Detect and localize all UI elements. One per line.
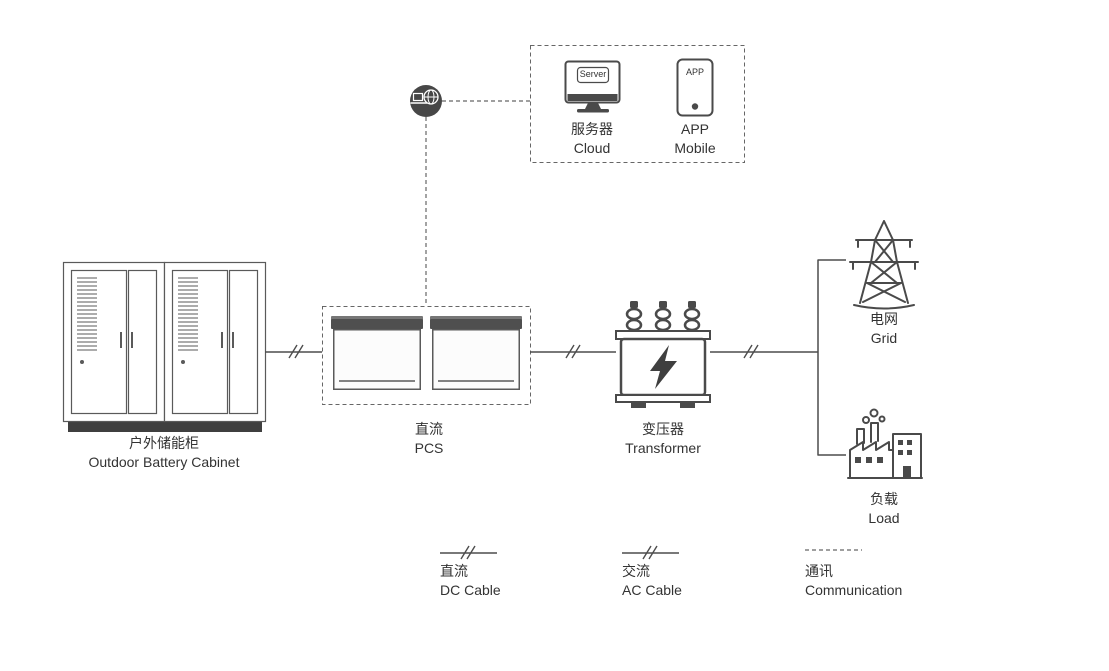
grid-label: 电网 Grid [870,310,898,348]
battery-label: 户外储能柜 Outdoor Battery Cabinet [89,434,240,472]
legend-dc-zh: 直流 [440,563,468,579]
dc-slash-marks [288,344,304,359]
legend-dc-line-sample [440,545,497,560]
pcs-unit-icon [430,316,522,390]
ac-cable-line-2 [710,259,846,456]
ac-slash-marks [743,344,759,359]
transformer-icon [615,301,711,408]
legend-comm-zh: 通讯 [805,563,833,579]
legend-ac-line-sample [622,545,679,560]
legend-ac-en: AC Cable [622,582,682,598]
battery-label-en: Outdoor Battery Cabinet [88,454,240,470]
server-screen-text: Server [579,69,607,79]
load-label: 负载 Load [868,490,899,528]
cloud-icon [410,85,442,117]
server-label-en: Cloud [573,140,611,156]
cabinet-base [68,422,262,432]
factory-icon [847,408,923,479]
monitoring-group-box [530,45,745,163]
transformer-label: 变压器 Transformer [625,420,701,458]
grid-tower-icon [849,220,919,310]
legend-comm-en: Communication [805,582,903,598]
transformer-label-zh: 变压器 [642,421,684,437]
server-label: 服务器 Cloud [571,120,613,158]
app-label: APP Mobile [674,120,715,158]
legend-ac-zh: 交流 [622,563,650,579]
app-label-zh: APP [680,121,709,137]
pcs-label-zh: 直流 [414,421,443,437]
legend-dc-label: 直流 DC Cable [440,562,501,600]
ac-slash-marks [565,344,581,359]
communication-lines [425,100,530,306]
app-icon [676,58,714,117]
pcs-group-box [322,306,531,405]
app-label-en: Mobile [674,140,716,156]
pcs-label: 直流 PCS [415,420,444,458]
ac-cable-line-1 [530,344,616,359]
app-screen-text: APP [685,67,705,77]
legend-dc-en: DC Cable [440,582,501,598]
pcs-unit-icon [331,316,423,390]
lightning-bolt-icon [650,345,677,389]
server-label-zh: 服务器 [571,121,613,137]
load-label-en: Load [868,510,900,526]
legend-ac-label: 交流 AC Cable [622,562,682,600]
battery-label-zh: 户外储能柜 [128,435,199,451]
pcs-label-en: PCS [414,440,444,456]
transformer-label-en: Transformer [625,440,701,456]
grid-label-en: Grid [870,330,898,346]
server-icon [564,60,621,113]
grid-label-zh: 电网 [870,311,898,327]
dc-cable-line [265,344,322,359]
load-label-zh: 负载 [870,491,898,507]
battery-cabinet-icon [62,261,267,432]
legend-comm-label: 通讯 Communication [805,562,902,600]
